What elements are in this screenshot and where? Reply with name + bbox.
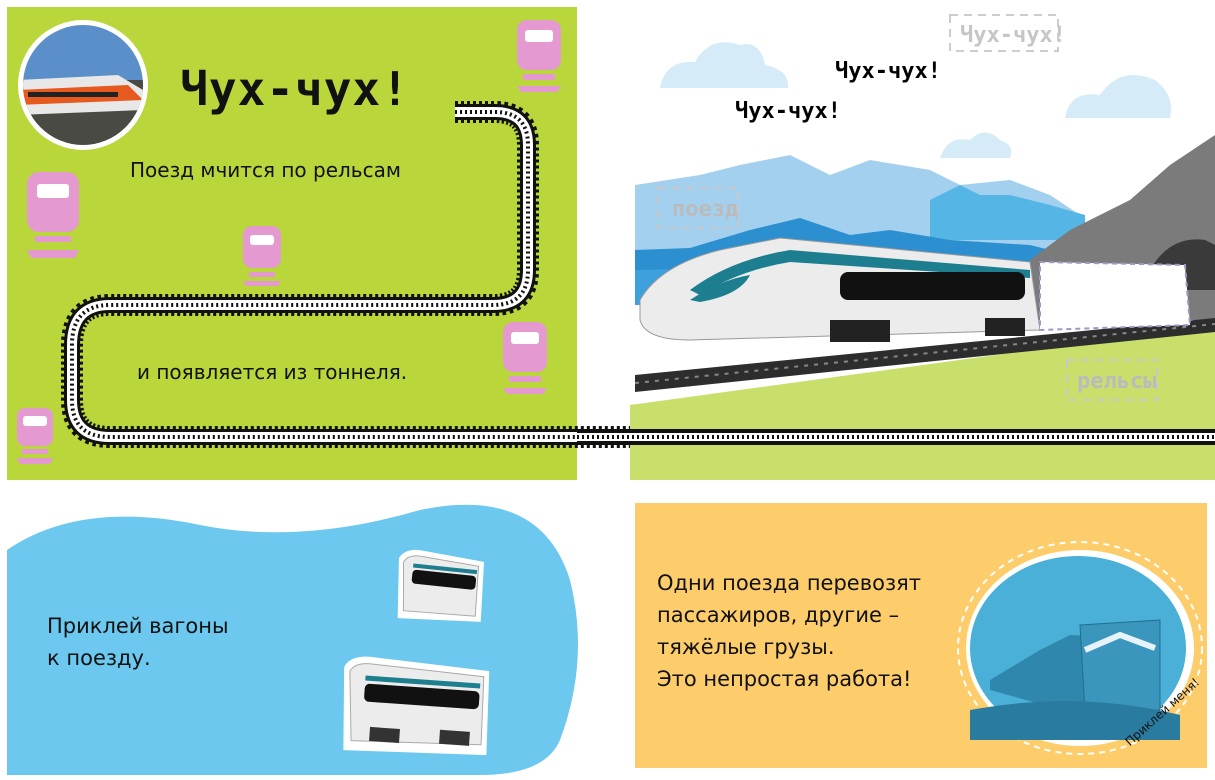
train-photo <box>23 25 143 145</box>
railway-track <box>61 101 1205 448</box>
train-placeholder-text: поезд <box>672 197 738 222</box>
wagon-sticker[interactable] <box>393 548 488 627</box>
info-line: тяжёлые грузы. <box>657 635 835 659</box>
info-text: Одни поезда перевозят пассажиров, другие… <box>657 567 921 695</box>
text-line-2: и появляется из тоннеля. <box>137 360 408 384</box>
pink-train-icons <box>17 20 561 464</box>
text-line-1: Поезд мчится по рельсам <box>130 158 401 182</box>
train-photo-frame <box>18 20 148 150</box>
sound-text-2: Чух-чух! <box>835 59 941 84</box>
sound-text-1: Чух-чух! <box>735 99 841 124</box>
info-line: пассажиров, другие – <box>657 603 900 627</box>
sticker-placeholder-rails[interactable] <box>1066 359 1158 401</box>
sticker-placeholder-train[interactable] <box>657 187 739 229</box>
rails-placeholder-text: рельсы <box>1077 369 1156 394</box>
sticker-placeholder-sound[interactable] <box>949 14 1059 52</box>
high-speed-train <box>639 237 1192 342</box>
instruction-line-1: Приклей вагоны <box>47 614 229 638</box>
instruction-line-2: к поезду. <box>47 646 151 670</box>
sticker-instructions: Приклей вагоны к поезду. <box>47 610 229 674</box>
info-line: Одни поезда перевозят <box>657 571 921 595</box>
page-title: Чух-чух! <box>180 62 410 116</box>
sticker-panel <box>7 504 578 775</box>
sound-placeholder-text: Чух-чух! <box>960 23 1066 48</box>
train-scene-illustration: Чух-чух! Чух-чух! Чух-чух! поезд рельсы <box>630 14 1215 480</box>
track-continuation <box>577 429 1215 445</box>
clouds <box>660 42 1171 158</box>
info-line: Это непростая работа! <box>657 667 912 691</box>
freight-train-sticker[interactable] <box>950 540 1210 760</box>
wagon-sticker[interactable] <box>338 655 492 760</box>
